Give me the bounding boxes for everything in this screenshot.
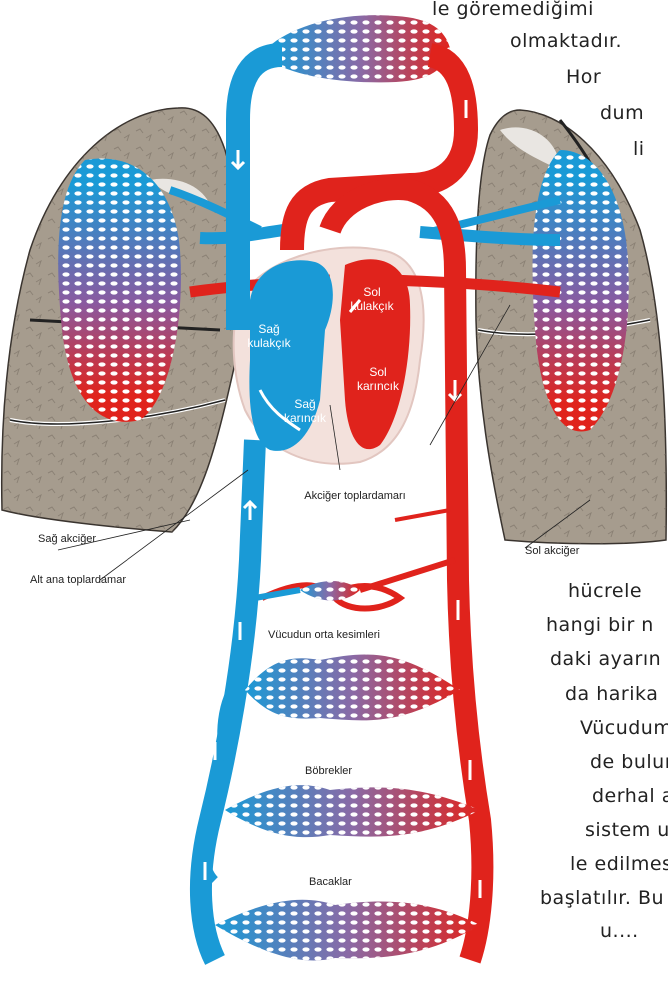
body-text-line-1: le göremediğimi (432, 0, 594, 20)
label-legs: Bacaklar (309, 876, 352, 888)
body-text-line-5: li (633, 138, 645, 160)
body-text-line-15: başlatılır. Bu (540, 887, 664, 909)
gut-capillaries (221, 654, 460, 760)
label-left-lung: Sol akciğer (525, 545, 579, 557)
label-kidneys: Böbrekler (305, 765, 352, 777)
body-text-line-7: hangi bir n (546, 614, 654, 636)
right-lung-capillaries (58, 158, 181, 421)
body-text-line-16: u.... (600, 920, 639, 942)
body-text-line-4: dum (600, 102, 644, 124)
label-pulmonary-vein: Akciğer toplardamarı (300, 488, 410, 504)
label-left-ventricle: Sol karıncık (355, 365, 401, 393)
label-mid-body: Vücudun orta kesimleri (268, 629, 380, 641)
body-text-line-6: hücrele (568, 580, 642, 602)
kidney-capillaries (205, 785, 480, 880)
body-text-line-2: olmaktadır. (510, 30, 622, 52)
leg-capillaries (215, 900, 480, 961)
label-right-atrium: Sağ kulakçık (246, 322, 292, 350)
body-text-line-11: de bulun (590, 751, 668, 773)
body-text-line-9: da harika (565, 683, 658, 705)
mid-body-capillaries (255, 510, 455, 609)
body-text-line-14: le edilmesi (570, 853, 668, 875)
label-inferior-vena-cava: Alt ana toplardamar (30, 574, 126, 586)
body-text-line-12: derhal ak (592, 785, 668, 807)
label-right-lung: Sağ akciğer (38, 533, 96, 545)
body-text-line-13: sistem uy (585, 819, 668, 841)
label-right-ventricle: Sağ karıncık (282, 397, 328, 425)
label-left-atrium: Sol kulakçık (350, 285, 394, 313)
body-text-line-3: Hor (566, 66, 601, 88)
body-text-line-10: Vücudum (580, 717, 668, 739)
upper-body-capillaries (272, 15, 450, 82)
body-text-line-8: daki ayarın (550, 648, 661, 670)
